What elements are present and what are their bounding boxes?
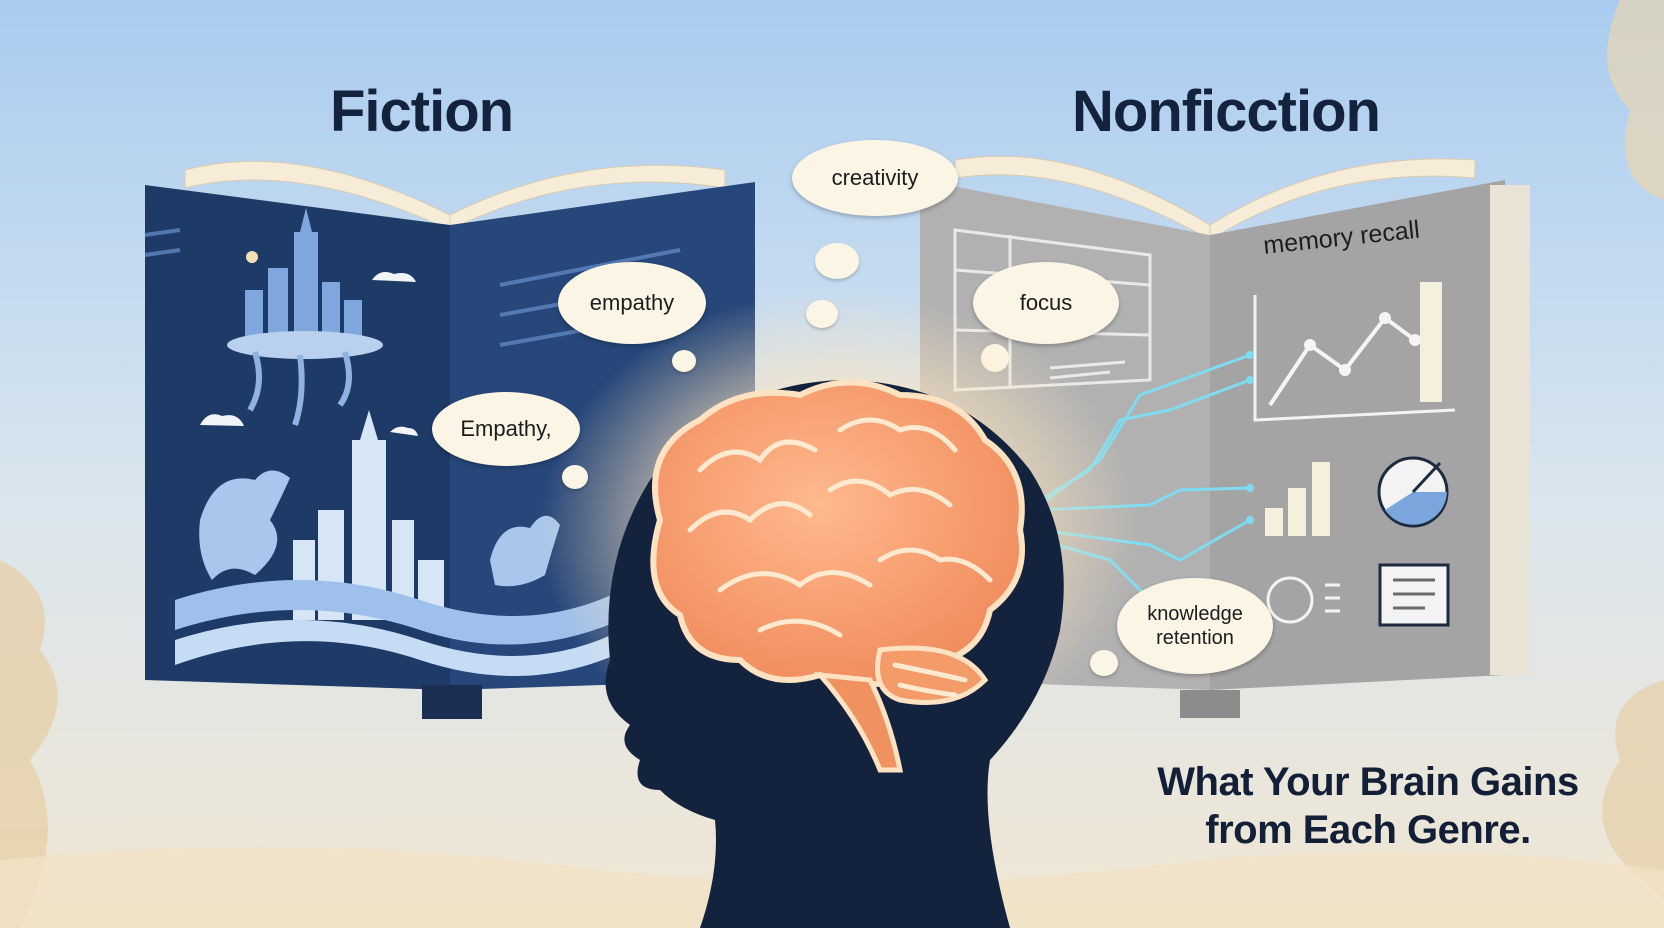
parchment-edge-top-right [1607,0,1664,200]
fiction-wave [175,580,660,645]
dragon-figure [199,470,290,580]
thought-dot [672,350,696,372]
focus-bubble: focus [973,262,1119,344]
retention-label: retention [1156,627,1234,649]
tagline-line-1: What Your Brain Gains [1157,760,1579,804]
thought-dot [806,300,838,328]
empathy-title-label: Empathy, [460,416,552,441]
empathy-title-bubble: Empathy, [432,392,580,466]
tagline-line-2: from Each Genre. [1205,808,1531,852]
line-chart-graphic [1253,282,1456,422]
focus-label: focus [1019,290,1073,315]
knowledge-retention-bubble: knowledge retention [1117,578,1273,674]
fiction-heading: Fiction [330,79,514,144]
bar-chart-graphic [1265,462,1330,536]
empathy-label: empathy [589,290,675,315]
document-graphic [1378,563,1450,627]
thought-dot [562,465,588,489]
thought-dot [815,243,859,279]
nonfiction-heading: Nonficction [1072,79,1381,144]
empathy-bubble: empathy [558,262,706,344]
brain-icon [650,379,1025,773]
tagline: What Your Brain Gains from Each Genre. [1108,758,1628,854]
parchment-edge-right [1602,680,1664,900]
parchment-edge-left [0,560,58,928]
thought-dot [1090,650,1118,676]
pie-chart-graphic [1377,456,1449,528]
brain-notes-graphic [1266,576,1340,624]
creativity-bubble: creativity [792,140,958,216]
creativity-label: creativity [831,165,919,190]
knowledge-label: knowledge [1147,603,1243,625]
